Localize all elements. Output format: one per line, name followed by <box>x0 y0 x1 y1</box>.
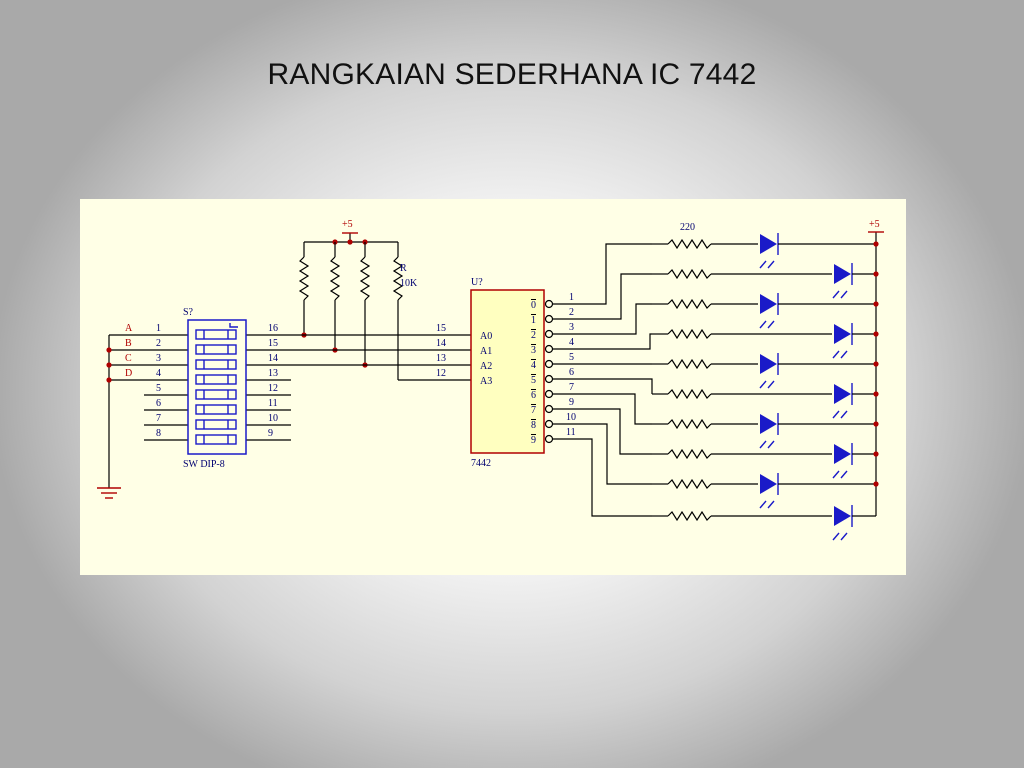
input-label-d: D <box>125 368 132 379</box>
svg-text:5: 5 <box>531 375 536 386</box>
input-bus <box>291 334 471 381</box>
svg-text:6: 6 <box>569 367 574 378</box>
ic-part: 7442 <box>471 458 491 469</box>
ic-output-pin-numbers: 1 2 3 4 5 6 7 9 10 11 <box>566 292 576 438</box>
svg-text:A0: A0 <box>480 331 492 342</box>
ground-icon <box>97 487 121 499</box>
dip-pin-wires <box>144 334 291 441</box>
led-column-2 <box>832 263 876 541</box>
svg-text:A1: A1 <box>480 346 492 357</box>
svg-text:2: 2 <box>531 330 536 341</box>
led-icon <box>832 323 853 359</box>
dip-right-pin-numbers: 16 15 14 13 12 11 10 9 <box>268 323 278 439</box>
svg-text:2: 2 <box>569 307 574 318</box>
svg-text:9: 9 <box>268 428 273 439</box>
dip-switch-ref: S? <box>183 307 194 318</box>
svg-text:14: 14 <box>268 353 278 364</box>
power-label-right: +5 <box>869 219 880 230</box>
svg-text:4: 4 <box>156 368 161 379</box>
svg-text:1: 1 <box>569 292 574 303</box>
led-icon <box>832 383 853 419</box>
ground-net <box>97 334 144 499</box>
ic-ref: U? <box>471 277 483 288</box>
svg-text:3: 3 <box>156 353 161 364</box>
svg-text:1: 1 <box>531 315 536 326</box>
led-icon <box>759 473 779 509</box>
dip-switch <box>187 319 247 455</box>
svg-text:5: 5 <box>569 352 574 363</box>
svg-text:9: 9 <box>569 397 574 408</box>
svg-text:15: 15 <box>436 323 446 334</box>
svg-text:6: 6 <box>156 398 161 409</box>
pullup-network <box>298 232 404 380</box>
power-rail-right <box>868 231 884 516</box>
svg-text:1: 1 <box>156 323 161 334</box>
svg-text:8: 8 <box>531 420 536 431</box>
led-icon <box>832 443 853 479</box>
slide-title: RANGKAIAN SEDERHANA IC 7442 <box>267 58 757 91</box>
svg-text:16: 16 <box>268 323 278 334</box>
svg-text:3: 3 <box>531 345 536 356</box>
svg-text:12: 12 <box>436 368 446 379</box>
input-label-a: A <box>125 323 133 334</box>
pullup-ref: R <box>400 263 407 274</box>
ic-7442 <box>470 289 545 454</box>
svg-text:A3: A3 <box>480 376 492 387</box>
svg-text:6: 6 <box>531 390 536 401</box>
svg-text:10: 10 <box>268 413 278 424</box>
led-icon <box>832 263 853 299</box>
led-icon <box>759 413 779 449</box>
led-icon <box>759 293 779 329</box>
schematic-diagram: A B C D 1 2 3 4 5 6 7 8 16 15 14 13 12 <box>80 199 906 575</box>
svg-text:9: 9 <box>531 435 536 446</box>
ic-output-names: 0 1 2 3 4 5 6 7 8 9 <box>531 300 536 446</box>
led-icon <box>759 353 779 389</box>
dip-switch-part: SW DIP-8 <box>183 459 225 470</box>
dip-left-pin-numbers: 1 2 3 4 5 6 7 8 <box>156 323 161 439</box>
led-column-1 <box>759 233 876 509</box>
led-resistors <box>652 238 832 522</box>
svg-text:14: 14 <box>436 338 446 349</box>
led-resistor-value: 220 <box>680 222 695 233</box>
svg-text:2: 2 <box>156 338 161 349</box>
svg-text:7: 7 <box>569 382 574 393</box>
svg-text:11: 11 <box>566 427 576 438</box>
input-label-c: C <box>125 353 132 364</box>
led-icon <box>832 505 853 541</box>
svg-text:3: 3 <box>569 322 574 333</box>
svg-text:8: 8 <box>156 428 161 439</box>
pullup-value: 10K <box>400 278 418 289</box>
power-label-left: +5 <box>342 219 353 230</box>
svg-text:5: 5 <box>156 383 161 394</box>
led-icon <box>759 233 779 269</box>
svg-text:15: 15 <box>268 338 278 349</box>
ic-input-names: A0 A1 A2 A3 <box>480 331 492 387</box>
svg-text:13: 13 <box>268 368 278 379</box>
ic-input-pin-numbers: 15 14 13 12 <box>436 323 446 379</box>
svg-text:11: 11 <box>268 398 278 409</box>
ic-output-bubbles <box>544 299 554 444</box>
output-routing <box>553 243 653 517</box>
input-label-b: B <box>125 338 132 349</box>
svg-text:4: 4 <box>531 360 536 371</box>
svg-text:4: 4 <box>569 337 574 348</box>
svg-text:7: 7 <box>156 413 161 424</box>
svg-text:10: 10 <box>566 412 576 423</box>
svg-text:7: 7 <box>531 405 536 416</box>
svg-text:12: 12 <box>268 383 278 394</box>
svg-text:0: 0 <box>531 300 536 311</box>
svg-text:13: 13 <box>436 353 446 364</box>
svg-text:A2: A2 <box>480 361 492 372</box>
